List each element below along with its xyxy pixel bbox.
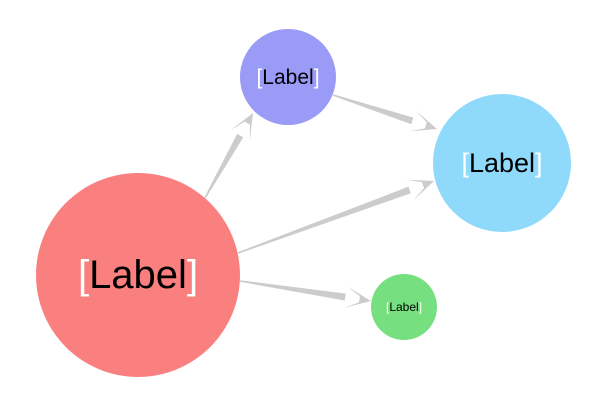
graph-edge-purple-to-blue[interactable] <box>332 94 437 132</box>
edge-arrowhead-icon <box>405 179 434 201</box>
edge-line <box>239 280 346 301</box>
graph-edge-red-to-blue[interactable] <box>237 179 434 254</box>
node-circle-red[interactable] <box>36 173 240 377</box>
node-circle-blue[interactable] <box>433 94 571 232</box>
node-circle-green[interactable] <box>371 274 437 340</box>
graph-node-red[interactable]: [Label] <box>36 173 240 377</box>
edge-line <box>332 94 414 125</box>
edge-arrowhead-icon <box>343 286 371 308</box>
edge-arrowhead-icon <box>230 113 253 142</box>
edge-line <box>237 186 411 254</box>
edge-arrowhead-icon <box>408 110 437 132</box>
edges-layer <box>204 94 437 308</box>
graph-node-blue[interactable]: [Label] <box>433 94 571 232</box>
node-circle-purple[interactable] <box>240 29 336 125</box>
graph-edge-red-to-green[interactable] <box>239 280 371 308</box>
nodes-layer: [Label][Label][Label][Label] <box>36 29 571 377</box>
graph-node-green[interactable]: [Label] <box>371 274 437 340</box>
graph-node-purple[interactable]: [Label] <box>240 29 336 125</box>
graph-edge-red-to-purple[interactable] <box>204 113 253 199</box>
edge-line <box>204 133 244 199</box>
